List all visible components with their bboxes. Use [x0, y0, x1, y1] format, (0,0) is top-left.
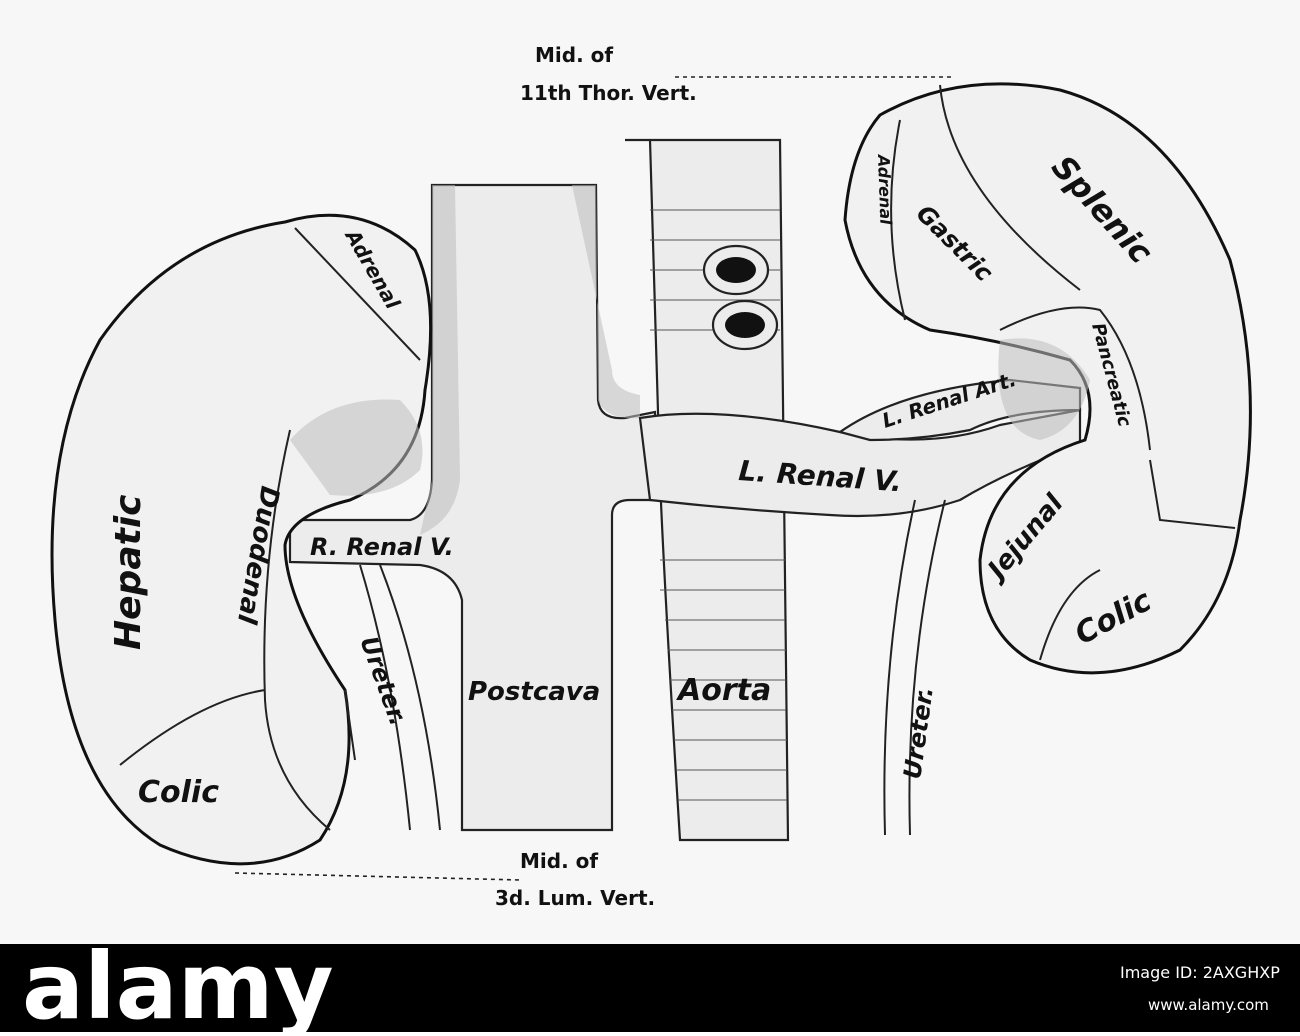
alamy-watermark: alamy	[22, 944, 334, 1032]
top-level-label-1: Mid. of	[535, 43, 613, 67]
bottom-level-label-2: 3d. Lum. Vert.	[495, 886, 655, 910]
right-adrenal-border	[294, 227, 421, 361]
left-adrenal-border	[890, 119, 906, 321]
left-adrenal-label: Adrenal	[874, 152, 896, 225]
right-hilum-shadow	[290, 399, 423, 496]
left-ureter-line-1	[883, 499, 916, 836]
right-ureter-line-1	[359, 564, 411, 831]
left-jejunal-border	[1149, 459, 1236, 529]
right-duodenal-border	[263, 429, 331, 831]
left-kidney	[843, 82, 1252, 675]
right-colic-label: Colic	[138, 775, 219, 810]
left-gastric-border	[939, 84, 1081, 291]
right-ureter-line-2	[379, 564, 441, 831]
anatomical-figure: Mid. of 11th Thor. Vert. Mid. of 3d. Lum…	[50, 43, 1252, 910]
hepatic-label: Hepatic	[108, 495, 149, 651]
right-colic-border	[119, 689, 266, 766]
stock-footer: alamy Image ID: 2AXGHXP www.alamy.com	[0, 933, 1300, 1036]
bottom-level-label-1: Mid. of	[520, 849, 598, 873]
footer-svg: alamy Image ID: 2AXGHXP www.alamy.com	[22, 933, 1280, 1036]
bottom-level-line	[234, 872, 521, 881]
postcava-label: Postcava	[468, 677, 600, 707]
postcava-vessel	[288, 183, 657, 832]
right-ureter-label: Ureter.	[354, 632, 412, 729]
left-colic-border	[1039, 569, 1101, 661]
aortic-branch-stumps	[702, 244, 779, 351]
postcava-shadow-2	[572, 185, 640, 419]
left-hilum-shadow	[998, 338, 1090, 440]
site-url: www.alamy.com	[1148, 996, 1269, 1014]
left-ureter-label: Ureter.	[898, 685, 939, 781]
postcava-shadow	[420, 185, 460, 535]
left-pancreatic-border	[999, 306, 1151, 451]
right-kidney	[50, 213, 433, 866]
top-level-label-2: 11th Thor. Vert.	[520, 81, 697, 105]
image-id: Image ID: 2AXGHXP	[1120, 963, 1280, 982]
left-renal-vein	[638, 408, 1082, 518]
right-renal-vein-label: R. Renal V.	[310, 533, 454, 561]
aorta-label: Aorta	[676, 673, 771, 708]
kidney-relations-diagram: Mid. of 11th Thor. Vert. Mid. of 3d. Lum…	[50, 43, 1252, 910]
left-ureter-line-2	[908, 499, 946, 836]
right-colic-border-2	[344, 689, 356, 761]
